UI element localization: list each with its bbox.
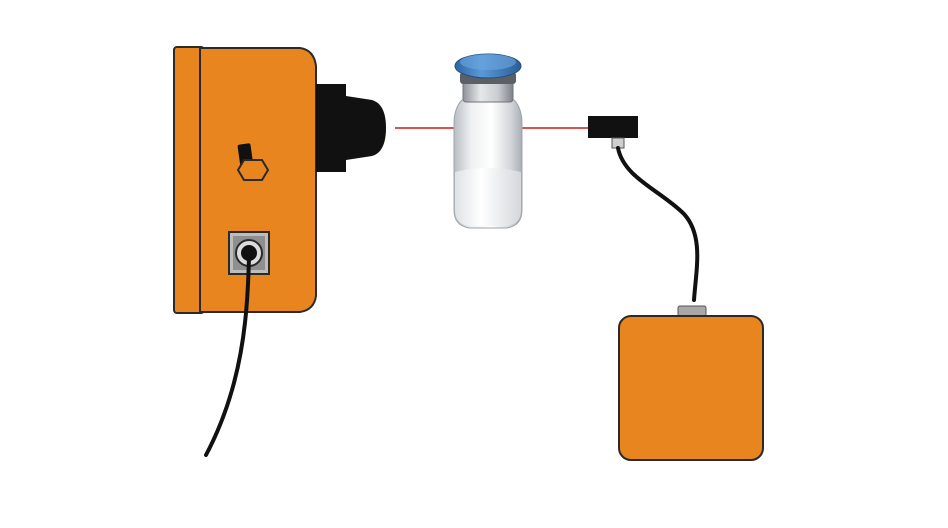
analyzer-box [618,315,764,461]
signal-cable [616,146,700,302]
analyzer-connector [677,305,707,317]
analyzer-box-icon [618,305,764,461]
laser-source-icon [173,46,386,314]
power-connector-icon [228,231,270,275]
toggle-switch-icon [236,143,270,181]
laser-aperture [316,84,386,172]
vial-icon [453,53,523,229]
power-cable [204,254,251,457]
detector-icon [588,116,638,149]
vial-powder [455,168,521,226]
detector-head [588,116,638,138]
